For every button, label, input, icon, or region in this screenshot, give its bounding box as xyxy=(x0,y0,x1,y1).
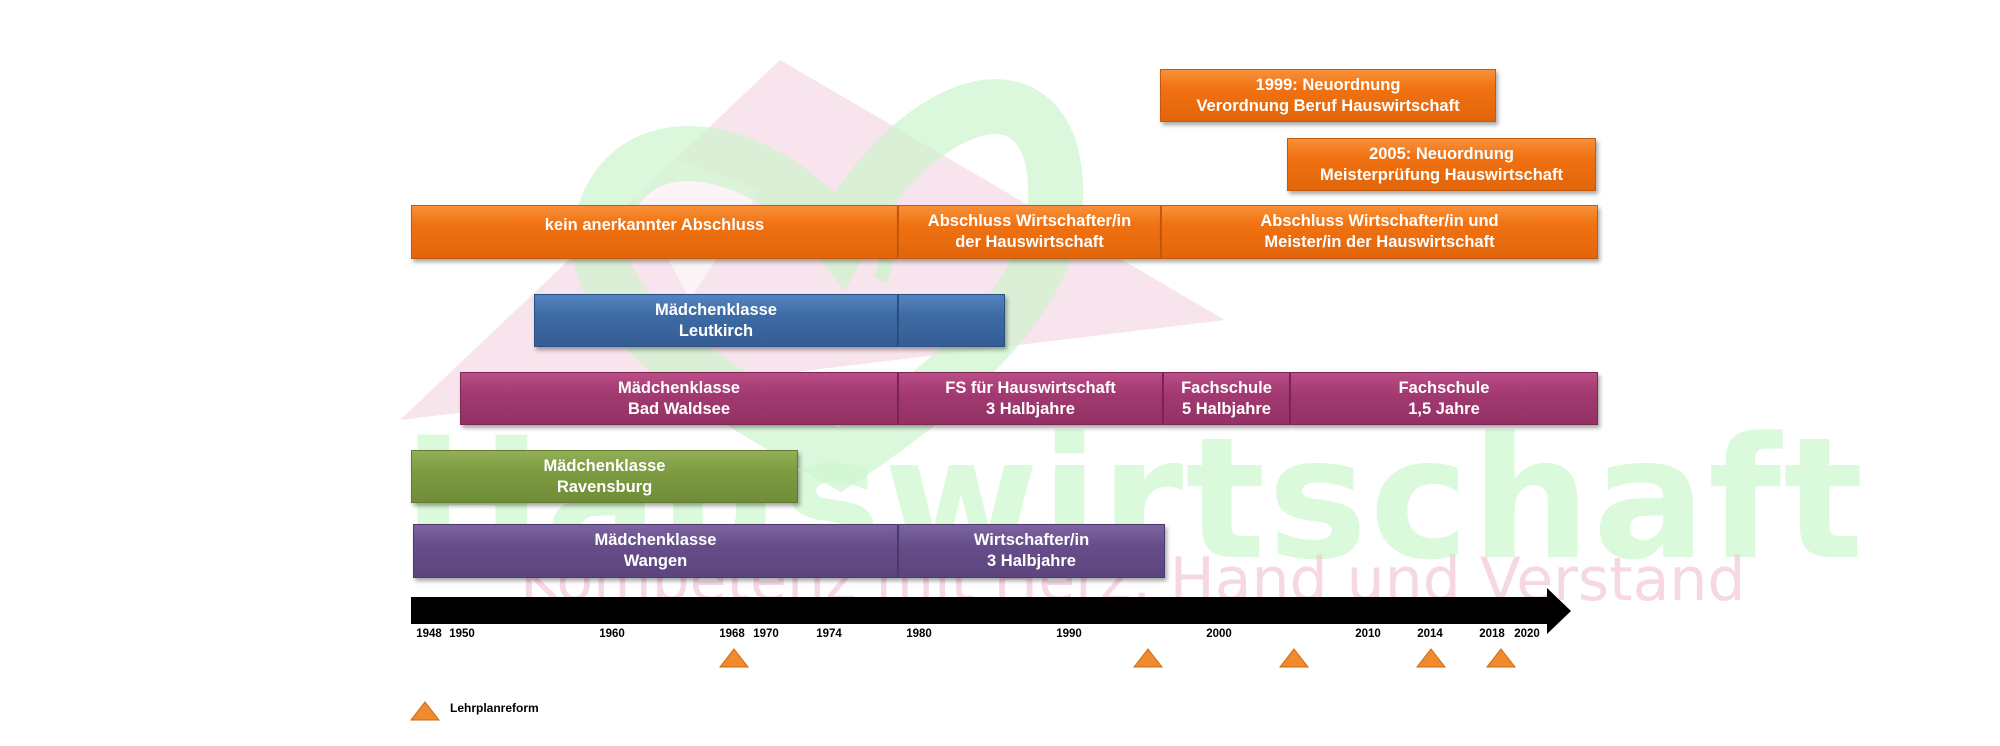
tick-1990: 1990 xyxy=(1056,628,1082,640)
lehrplanreform-marker-icon xyxy=(719,648,749,668)
bar-leutkirch: Mädchenklasse Leutkirch xyxy=(534,294,898,347)
bar-kein-abschluss: kein anerkannter Abschluss xyxy=(411,205,898,259)
bar-ravensburg: Mädchenklasse Ravensburg xyxy=(411,450,798,503)
bar-fs-hauswirtschaft: FS für Hauswirtschaft 3 Halbjahre xyxy=(898,372,1163,425)
bar-fachschule-1-5-jahre: Fachschule 1,5 Jahre xyxy=(1290,372,1598,425)
legend-triangle-icon xyxy=(410,701,440,721)
lehrplanreform-marker-icon xyxy=(1133,648,1163,668)
tick-2018: 2018 xyxy=(1479,628,1505,640)
bar-bad-waldsee: Mädchenklasse Bad Waldsee xyxy=(460,372,898,425)
tick-2000: 2000 xyxy=(1206,628,1232,640)
bar-neuordnung-2005: 2005: Neuordnung Meisterprüfung Hauswirt… xyxy=(1287,138,1596,191)
tick-1970: 1970 xyxy=(753,628,779,640)
tick-1980: 1980 xyxy=(906,628,932,640)
lehrplanreform-marker-icon xyxy=(1279,648,1309,668)
tick-1974: 1974 xyxy=(816,628,842,640)
bar-abschluss-meister: Abschluss Wirtschafter/in und Meister/in… xyxy=(1161,205,1598,259)
tick-1968: 1968 xyxy=(719,628,745,640)
lehrplanreform-marker-icon xyxy=(1416,648,1446,668)
bar-wangen: Mädchenklasse Wangen xyxy=(413,524,898,578)
lehrplanreform-marker-icon xyxy=(1486,648,1516,668)
tick-2014: 2014 xyxy=(1417,628,1443,640)
bar-leutkirch-continuation xyxy=(898,294,1005,347)
bar-neuordnung-1999: 1999: Neuordnung Verordnung Beruf Hauswi… xyxy=(1160,69,1496,122)
bar-abschluss-wirtschafter: Abschluss Wirtschafter/in der Hauswirtsc… xyxy=(898,205,1161,259)
tick-1960: 1960 xyxy=(599,628,625,640)
bar-fachschule-5-halbjahre: Fachschule 5 Halbjahre xyxy=(1163,372,1290,425)
tick-1950: 1950 xyxy=(449,628,475,640)
tick-2010: 2010 xyxy=(1355,628,1381,640)
legend-label: Lehrplanreform xyxy=(450,701,539,715)
bar-wirtschafter-3-halbjahre: Wirtschafter/in 3 Halbjahre xyxy=(898,524,1165,578)
tick-2020: 2020 xyxy=(1514,628,1540,640)
tick-1948: 1948 xyxy=(416,628,442,640)
